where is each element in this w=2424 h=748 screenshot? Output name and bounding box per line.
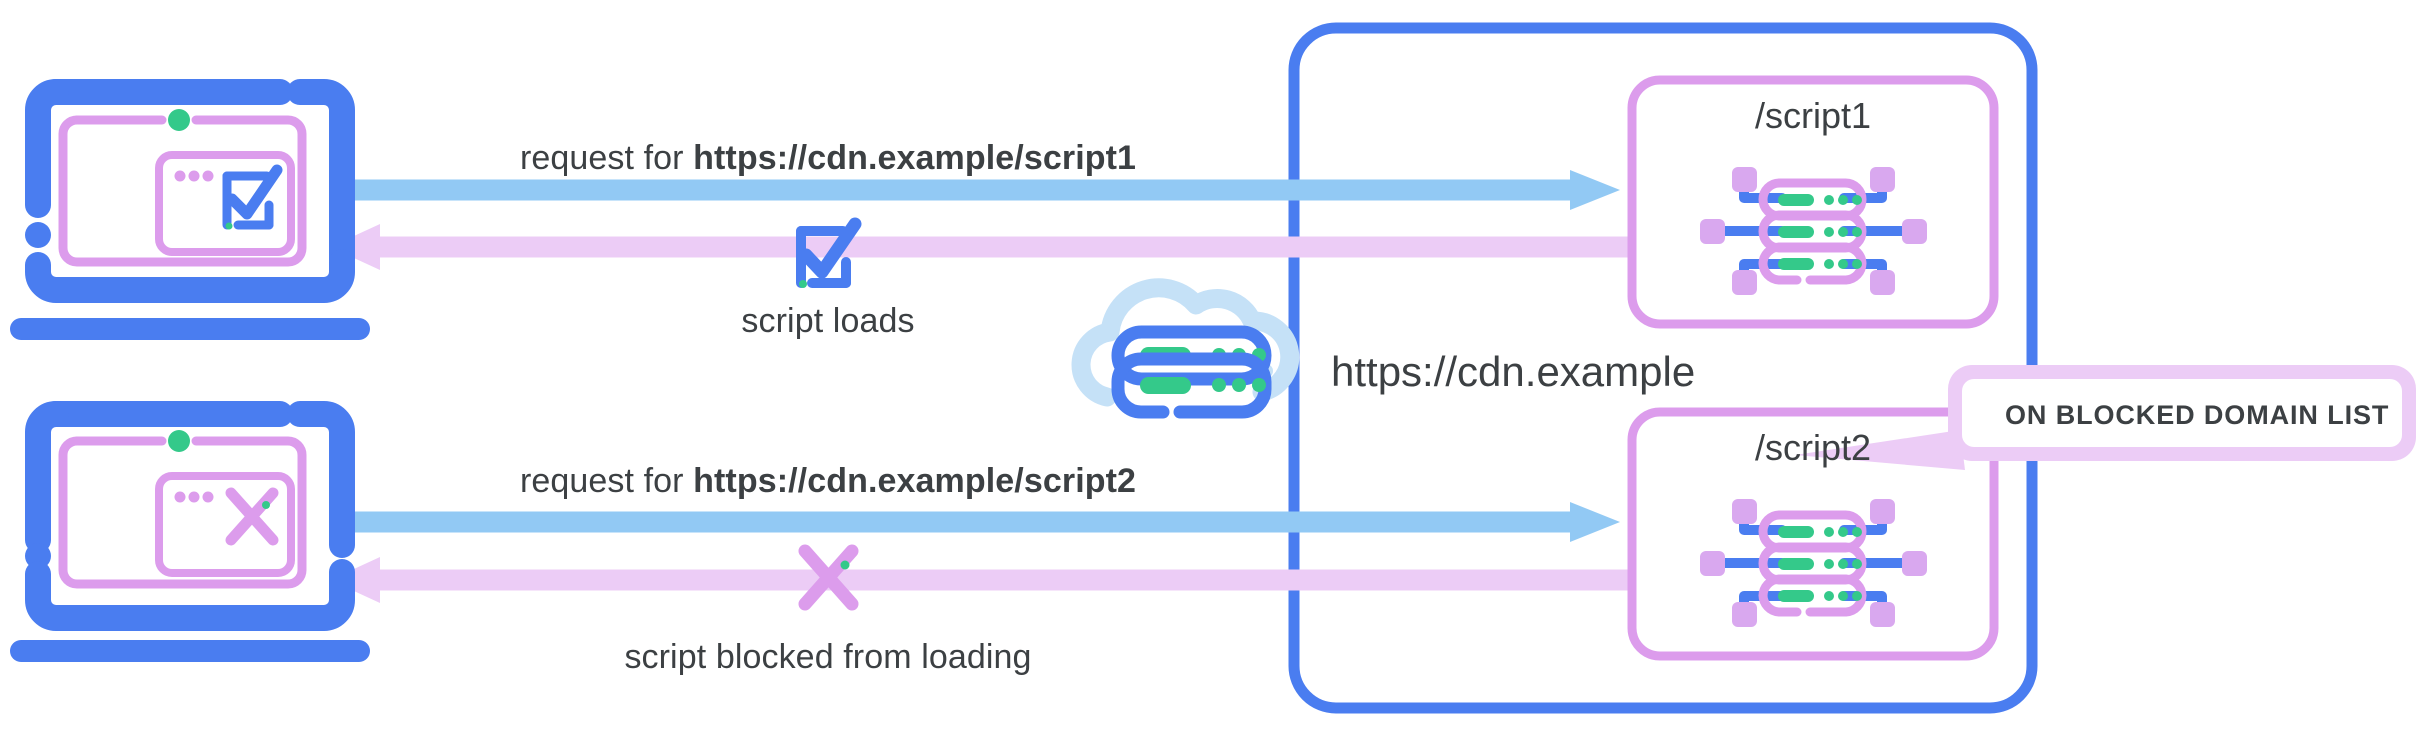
result-label-script2: script blocked from loading bbox=[624, 638, 1032, 676]
server-network-icon-2 bbox=[1700, 499, 1927, 627]
result-label-script1: script loads bbox=[741, 302, 915, 340]
script2-title: /script2 bbox=[1754, 427, 1872, 468]
request-prefix-1: request for bbox=[519, 139, 694, 177]
script1-title: /script1 bbox=[1754, 95, 1872, 136]
request-label-script1: request for https://cdn.example/script1 bbox=[519, 139, 1137, 177]
cross-x-icon bbox=[798, 544, 859, 611]
blocked-domain-callout-text: ON BLOCKED DOMAIN LIST bbox=[2005, 400, 2390, 430]
cloud-server-icon bbox=[1071, 278, 1300, 419]
check-square-icon bbox=[796, 217, 862, 288]
request-prefix-2: request for bbox=[519, 462, 694, 500]
request-label-script2: request for https://cdn.example/script2 bbox=[519, 462, 1137, 500]
arrow-response-script1 bbox=[330, 224, 1630, 270]
laptop-check-icon bbox=[10, 79, 370, 340]
arrow-request-script2 bbox=[329, 502, 1620, 542]
request-url-1: https://cdn.example/script1 bbox=[693, 139, 1137, 177]
server-network-icon-1 bbox=[1700, 167, 1927, 295]
request-url-2: https://cdn.example/script2 bbox=[693, 462, 1137, 500]
laptop-cross-icon bbox=[10, 401, 370, 662]
cdn-domain-label: https://cdn.example bbox=[1331, 348, 1696, 395]
arrow-response-script2 bbox=[330, 557, 1630, 603]
